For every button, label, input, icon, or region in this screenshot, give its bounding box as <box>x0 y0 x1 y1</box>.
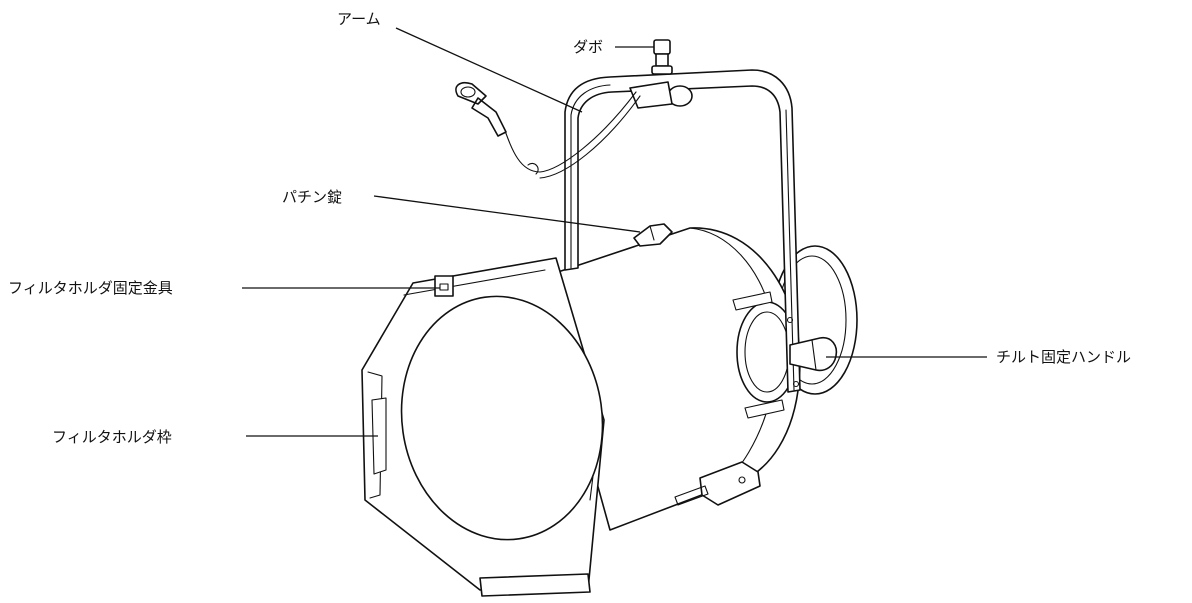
spotlight-illustration <box>361 39 858 597</box>
yoke-arm <box>564 69 801 393</box>
label-tilt-handle: チルト固定ハンドル <box>996 348 1131 366</box>
label-dowel: ダボ <box>573 38 603 56</box>
tilt-handle-knob <box>789 336 838 372</box>
label-filter-holder-frame: フィルタホルダ枠 <box>52 428 172 446</box>
dowel-spigot <box>629 39 693 109</box>
latch <box>633 223 673 247</box>
label-latch: パチン錠 <box>282 188 342 206</box>
leader-lines <box>242 27 987 437</box>
label-arm: アーム <box>337 10 381 28</box>
leader-arm <box>395 27 583 113</box>
leader-latch <box>373 195 641 233</box>
safety-wire <box>455 81 641 179</box>
label-filter-holder-bracket: フィルタホルダ固定金具 <box>8 279 173 297</box>
callout-labels: アーム ダボ パチン錠 フィルタホルダ固定金具 フィルタホルダ枠 チルト固定ハン… <box>8 10 1131 446</box>
filter-holder-frame <box>361 257 605 597</box>
